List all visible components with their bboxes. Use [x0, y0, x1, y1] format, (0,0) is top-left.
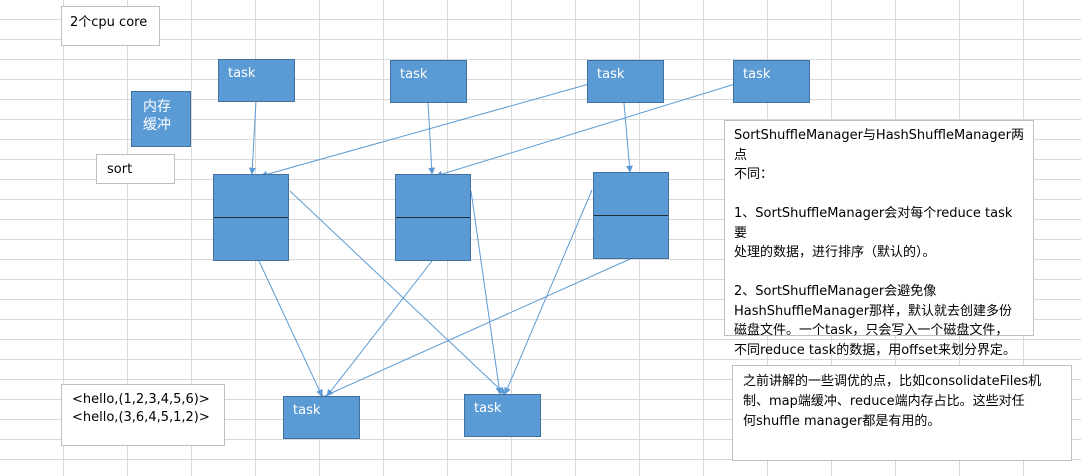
arrow-bucket3-reduce1	[317, 258, 631, 400]
sort-label: sort	[96, 154, 175, 184]
arrow-task1-bucket1	[248, 100, 257, 175]
tuning-note: 之前讲解的一些调优的点，比如consolidateFiles机 制、map端缓冲…	[732, 365, 1072, 461]
bucket-divider	[396, 217, 470, 218]
arrow-task3-bucket1	[260, 83, 590, 178]
bucket-divider	[214, 217, 288, 218]
map-task-4: task	[733, 60, 810, 103]
arrow-bucket1-reduce2	[289, 190, 506, 395]
bucket-1	[213, 174, 289, 261]
cpu-core-note: 2个cpu core	[61, 6, 160, 46]
bucket-3	[593, 172, 669, 259]
arrow-bucket1-reduce1	[258, 260, 323, 397]
arrow-bucket2-reduce1	[326, 260, 433, 397]
reduce-task-2: task	[464, 394, 541, 437]
reduce-task-1: task	[283, 396, 360, 439]
bucket-2	[395, 174, 471, 261]
map-task-2: task	[390, 60, 467, 103]
comparison-note: SortShuffleManager与HashShuffleManager两点 …	[724, 120, 1034, 358]
arrow-task2-bucket2	[427, 101, 436, 175]
bucket-divider	[594, 215, 668, 216]
arrow-task4-bucket2	[435, 83, 736, 178]
arrow-task3-bucket3	[623, 102, 633, 173]
map-task-3: task	[587, 60, 664, 103]
map-task-1: task	[218, 59, 295, 102]
arrow-bucket3-reduce2	[504, 189, 593, 395]
hello-data-note: <hello,(1,2,3,4,5,6)> <hello,(3,6,4,5,1,…	[61, 384, 225, 446]
memory-buffer-box: 内存 缓冲	[131, 91, 191, 147]
arrow-bucket2-reduce2	[470, 190, 503, 395]
